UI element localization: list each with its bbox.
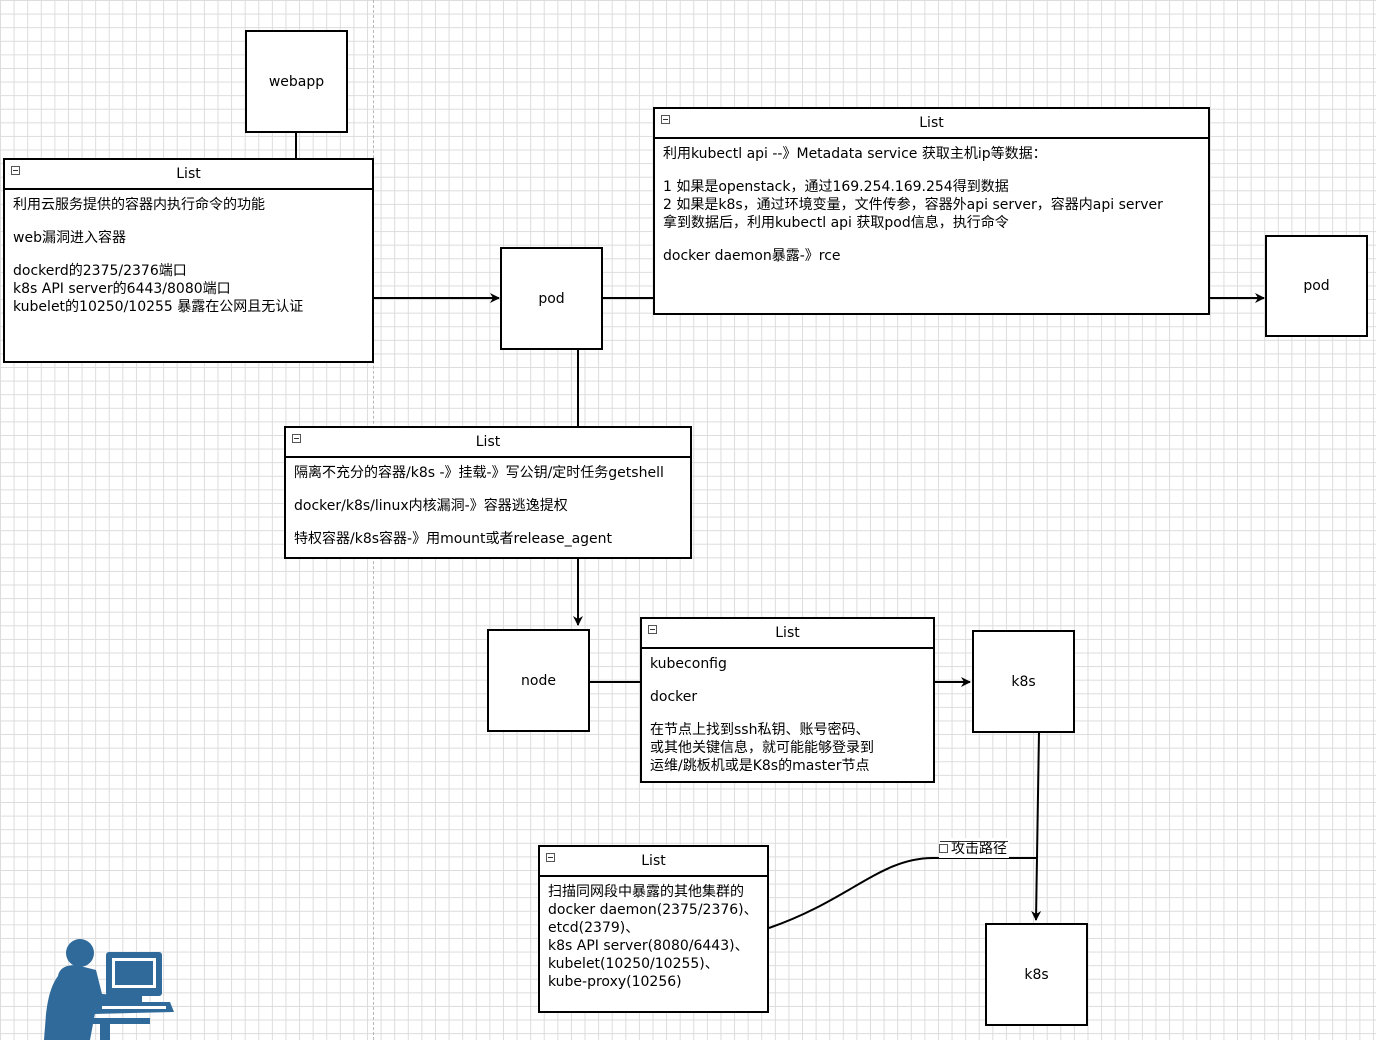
list-line: kube-proxy(10256) (548, 974, 682, 990)
list-line: kubelet的10250/10255 暴露在公网且无认证 (13, 299, 304, 315)
collapse-icon[interactable] (661, 115, 670, 124)
list-header: List (5, 160, 372, 190)
pod-node-left[interactable]: pod (500, 247, 603, 350)
list-line: docker daemon(2375/2376)、 (548, 902, 758, 918)
list-line: 利用kubectl api --》Metadata service 获取主机ip… (663, 146, 1047, 162)
list-line: 在节点上找到ssh私钥、账号密码、 (650, 722, 870, 738)
list-line: k8s API server(8080/6443)、 (548, 938, 749, 954)
list-metadata[interactable]: List 利用kubectl api --》Metadata service 获… (653, 107, 1210, 315)
collapse-icon[interactable] (292, 434, 301, 443)
list-title: List (775, 625, 800, 641)
webapp-label: webapp (268, 73, 325, 90)
k8s-node-bottom[interactable]: k8s (985, 923, 1088, 1026)
list-line: 拿到数据后，利用kubectl api 获取pod信息，执行命令 (663, 215, 1009, 231)
list-line: 特权容器/k8s容器-》用mount或者release_agent (294, 531, 613, 547)
list-body: 扫描同网段中暴露的其他集群的 docker daemon(2375/2376)、… (540, 877, 767, 997)
list-title: List (176, 166, 201, 182)
list-line: web漏洞进入容器 (13, 230, 126, 246)
list-webapp-entry[interactable]: List 利用云服务提供的容器内执行命令的功能 web漏洞进入容器 docker… (3, 158, 374, 363)
person-computer-icon (44, 939, 174, 1040)
list-node-info[interactable]: List kubeconfig docker 在节点上找到ssh私钥、账号密码、… (640, 617, 935, 783)
collapse-icon[interactable] (11, 166, 20, 175)
pod-node-right[interactable]: pod (1265, 235, 1368, 337)
list-body: 利用kubectl api --》Metadata service 获取主机ip… (655, 139, 1208, 271)
list-line: 2 如果是k8s，通过环境变量，文件传参，容器外api server，容器内ap… (663, 197, 1163, 213)
attack-path-label[interactable]: 攻击路径 (939, 838, 1009, 858)
edge-list-to-attack-path[interactable] (768, 857, 1037, 929)
list-line: 或其他关键信息，就可能能够登录到 (650, 740, 874, 756)
k8s-top-label: k8s (1011, 673, 1036, 690)
list-title: List (919, 115, 944, 131)
list-body: kubeconfig docker 在节点上找到ssh私钥、账号密码、 或其他关… (642, 649, 933, 781)
list-line: 隔离不充分的容器/k8s -》挂载-》写公钥/定时任务getshell (294, 465, 664, 481)
node-node[interactable]: node (487, 629, 590, 732)
pod-right-label: pod (1303, 278, 1330, 294)
node-label: node (521, 672, 556, 689)
collapse-icon[interactable] (648, 625, 657, 634)
list-header: List (540, 847, 767, 877)
list-line: kubelet(10250/10255)、 (548, 956, 719, 972)
list-header: List (286, 428, 690, 458)
list-line: etcd(2379)、 (548, 920, 640, 936)
attack-path-text: 攻击路径 (951, 841, 1007, 857)
k8s-bottom-label: k8s (1024, 966, 1049, 983)
list-line: 运维/跳板机或是K8s的master节点 (650, 758, 870, 774)
list-container-escape[interactable]: List 隔离不充分的容器/k8s -》挂载-》写公钥/定时任务getshell… (284, 426, 692, 559)
list-title: List (641, 853, 666, 869)
list-line: k8s API server的6443/8080端口 (13, 281, 231, 297)
list-title: List (475, 434, 501, 450)
pod-left-label: pod (538, 290, 565, 307)
list-line: kubeconfig (650, 656, 727, 672)
list-line: docker/k8s/linux内核漏洞-》容器逃逸提权 (294, 498, 568, 514)
edge-k8s-to-k8s[interactable] (1031, 731, 1042, 921)
list-cluster-scan[interactable]: List 扫描同网段中暴露的其他集群的 docker daemon(2375/2… (538, 845, 769, 1013)
list-line: 利用云服务提供的容器内执行命令的功能 (13, 197, 265, 213)
webapp-node[interactable]: webapp (245, 30, 348, 133)
collapse-icon[interactable] (939, 843, 948, 853)
list-line: docker daemon暴露-》rce (663, 248, 841, 264)
list-body: 利用云服务提供的容器内执行命令的功能 web漏洞进入容器 dockerd的237… (5, 190, 372, 322)
list-line: docker (650, 689, 698, 705)
list-line: dockerd的2375/2376端口 (13, 263, 187, 279)
list-body: 隔离不充分的容器/k8s -》挂载-》写公钥/定时任务getshell dock… (286, 458, 690, 554)
list-line: 1 如果是openstack，通过169.254.169.254得到数据 (663, 179, 1009, 195)
list-header: List (642, 619, 933, 649)
list-header: List (655, 109, 1208, 139)
list-line: 扫描同网段中暴露的其他集群的 (548, 884, 744, 900)
collapse-icon[interactable] (546, 853, 555, 862)
k8s-node-top[interactable]: k8s (972, 630, 1075, 733)
